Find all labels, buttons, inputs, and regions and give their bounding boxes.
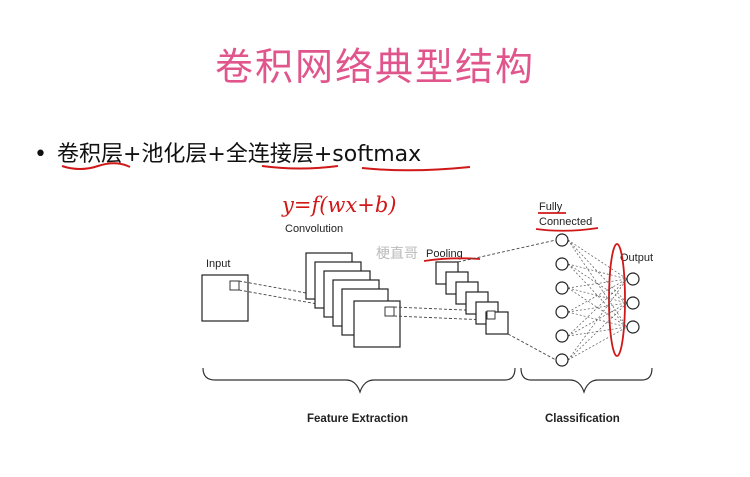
fc-neurons bbox=[555, 233, 569, 367]
fc-neuron bbox=[555, 305, 569, 319]
convolution-label: Convolution bbox=[285, 223, 343, 235]
fully-connected-label-2: Connected bbox=[539, 216, 592, 228]
fc-neuron bbox=[555, 329, 569, 343]
fc-edge bbox=[567, 302, 628, 361]
input-receptive-field bbox=[229, 280, 240, 291]
feature-extraction-brace bbox=[202, 367, 516, 394]
fc-edge bbox=[567, 326, 628, 361]
watermark: 梗直哥 bbox=[376, 245, 418, 262]
pool-receptive-field bbox=[486, 310, 496, 320]
input-image bbox=[201, 274, 249, 322]
conv-receptive-field bbox=[384, 306, 395, 317]
fc-edge bbox=[567, 278, 628, 361]
output-neuron bbox=[626, 272, 640, 286]
fc-edge bbox=[567, 302, 628, 337]
fc-edge bbox=[567, 278, 628, 289]
bullet-underlines bbox=[61, 162, 471, 172]
output-neuron bbox=[626, 320, 640, 334]
pooling-underline bbox=[423, 257, 481, 262]
fc-edge bbox=[567, 263, 628, 280]
fc-edge bbox=[567, 278, 628, 337]
fc-neuron bbox=[555, 257, 569, 271]
conv-feature-maps bbox=[305, 252, 401, 348]
bullet-dot: • bbox=[34, 142, 47, 167]
output-neuron bbox=[626, 296, 640, 310]
output-neurons bbox=[626, 272, 640, 334]
formula-annotation: y=f(wx+b) bbox=[281, 193, 396, 217]
input-label: Input bbox=[206, 258, 230, 270]
underline-conv bbox=[61, 162, 131, 170]
feature-extraction-label: Feature Extraction bbox=[307, 413, 408, 425]
underline-softmax bbox=[361, 166, 471, 172]
fc-neuron bbox=[555, 233, 569, 247]
pooling-maps bbox=[435, 261, 509, 335]
fc-edge bbox=[567, 239, 628, 304]
slide-title: 卷积网络典型结构 bbox=[214, 45, 535, 89]
fully-connected-label-1: Fully bbox=[539, 201, 563, 213]
pool-to-fc-lines bbox=[457, 239, 557, 361]
output-label: Output bbox=[620, 252, 653, 264]
pooling-label: Pooling bbox=[426, 248, 463, 260]
fc-neuron bbox=[555, 353, 569, 367]
fc-to-output-connections bbox=[567, 239, 628, 361]
classification-brace bbox=[520, 367, 653, 394]
fc-edge bbox=[567, 278, 628, 313]
underline-fc bbox=[261, 165, 339, 170]
classification-label: Classification bbox=[545, 413, 620, 425]
fc-neuron bbox=[555, 281, 569, 295]
connected-underline bbox=[535, 227, 599, 232]
